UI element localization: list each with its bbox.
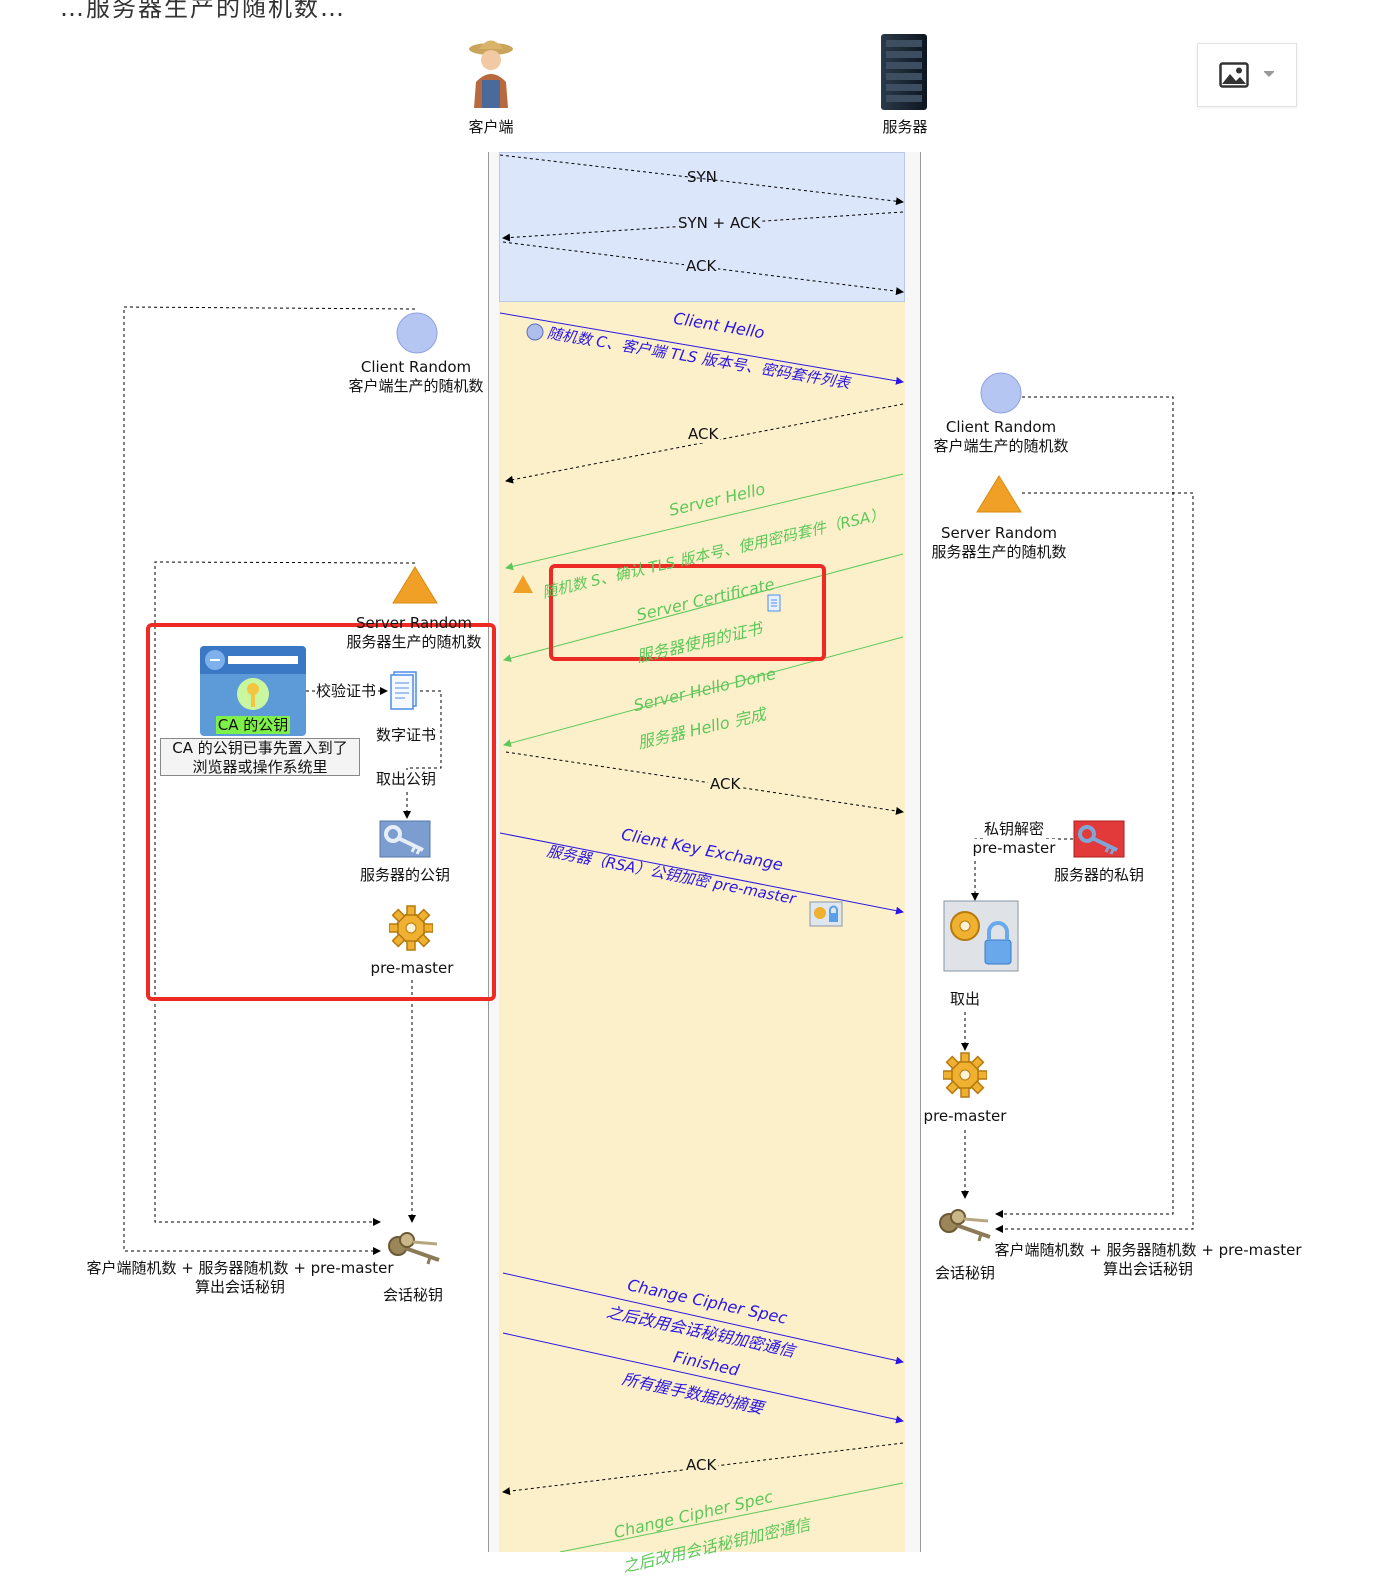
verify-cert-label: 校验证书 [316,682,377,701]
extract-label-right: 取出 [949,990,981,1009]
tls-handshake-band [499,302,905,1552]
server-privkey-label: 服务器的私钥 [1053,866,1145,884]
client-random-desc-left: 客户端生产的随机数 [348,377,484,395]
client-random-title-right: Client Random [945,418,1057,436]
extract-pubkey-label: 取出公钥 [375,770,437,789]
chevron-down-icon [1264,71,1274,77]
decrypt-line1: 私钥解密 [983,820,1045,839]
formula-line1-left: 客户端随机数 + 服务器随机数 + pre-master [86,1259,394,1277]
syn-ack-label: SYN + ACK [676,214,763,232]
client-random-mini-icon [526,323,544,341]
ack-label-2: ACK [708,775,743,793]
cropped-heading: …服务器生产的随机数… [60,0,346,22]
server-random-title-right: Server Random [940,524,1058,542]
client-random-title-left: Client Random [360,358,472,376]
ca-public-key-label: CA 的公钥 [217,716,289,734]
image-icon [1219,62,1249,88]
server-random-icon-right [976,475,1022,513]
formula-line2-left: 算出会话秘钥 [194,1278,286,1296]
ca-note-line-1: CA 的公钥已事先置入到了 [172,739,348,757]
server-pubkey-label: 服务器的公钥 [359,866,451,884]
formula-line2-right: 算出会话秘钥 [1102,1260,1194,1278]
server-random-icon [392,566,438,604]
tcp-ack-label: ACK [684,257,719,275]
certificate-mini-icon [767,594,781,612]
server-rack-icon [881,34,927,110]
ca-note-line-2: 浏览器或操作系统里 [192,758,328,776]
pre-master-label-right: pre-master [923,1107,1007,1125]
session-key-icon-left [388,1232,440,1265]
server-random-desc-right: 服务器生产的随机数 [931,543,1067,561]
session-key-label-left: 会话秘钥 [382,1286,444,1304]
server-random-desc-left: 服务器生产的随机数 [346,633,482,651]
client-actor-label: 客户端 [468,118,514,136]
digital-certificate-icon [390,671,417,710]
session-key-icon-right [939,1209,991,1242]
ca-public-key-browser-icon: CA 的公钥 [200,646,306,736]
server-public-key-icon [379,820,431,858]
digital-cert-label: 数字证书 [375,726,437,744]
formula-line1-right: 客户端随机数 + 服务器随机数 + pre-master [994,1241,1302,1259]
pre-master-label-left: pre-master [370,959,454,977]
client-random-desc-right: 客户端生产的随机数 [933,437,1069,455]
encrypted-premaster-mini-icon [809,901,843,927]
ack-label-1: ACK [686,425,721,443]
syn-label: SYN [687,168,717,186]
pre-master-gear-icon-left [389,905,433,951]
server-random-mini-icon [513,575,533,593]
encrypted-premaster-icon [943,900,1019,972]
session-key-label-right: 会话秘钥 [934,1264,996,1282]
farmer-client-icon [469,40,513,108]
ca-key-note: CA 的公钥已事先置入到了 浏览器或操作系统里 [160,738,360,776]
ack-label-3: ACK [684,1456,719,1474]
server-private-key-icon [1073,820,1125,858]
server-actor-label: 服务器 [882,118,928,136]
client-random-icon [396,312,438,354]
client-random-icon-right [980,372,1022,414]
pre-master-gear-icon-right [943,1052,987,1098]
server-random-title-left: Server Random [355,614,473,632]
decrypt-line2: pre-master [972,839,1056,858]
image-menu-button[interactable] [1197,43,1297,107]
